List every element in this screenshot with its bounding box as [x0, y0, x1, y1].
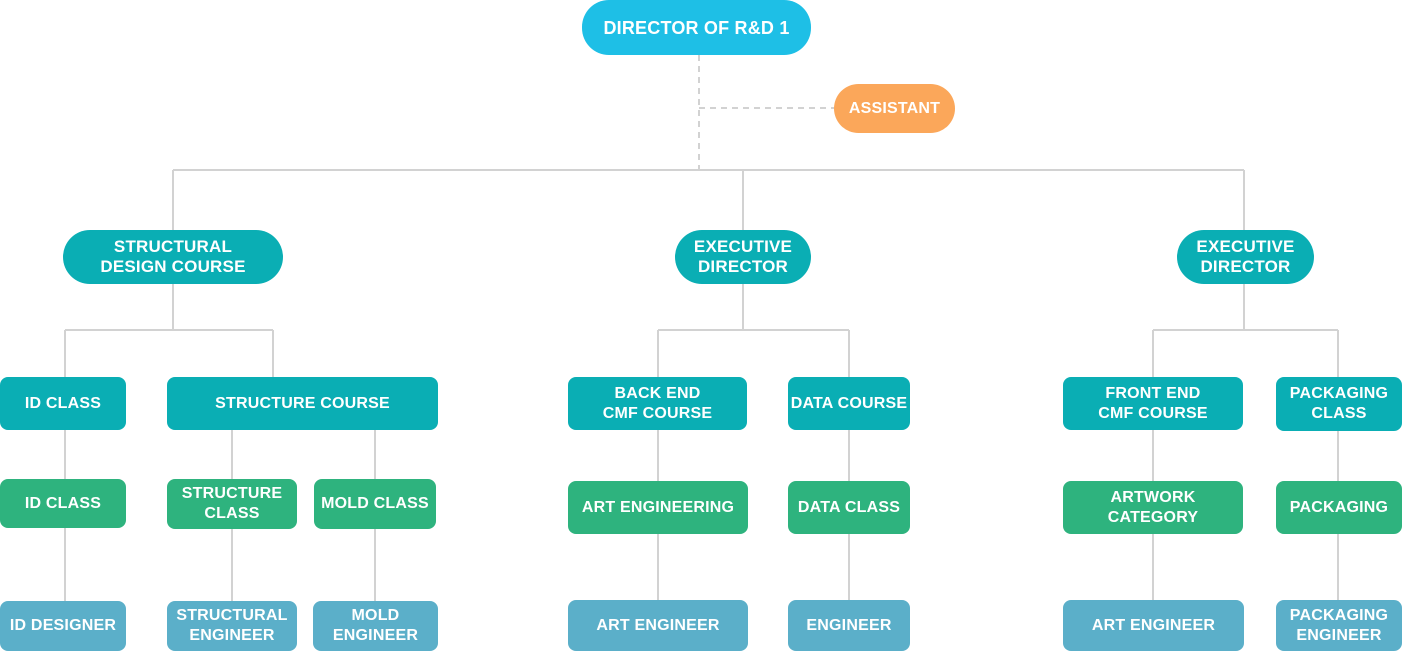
mold-class-node: MOLD CLASS [314, 479, 436, 529]
assistant-node: ASSISTANT [834, 84, 955, 133]
id-designer-node: ID DESIGNER [0, 601, 126, 651]
director-node: DIRECTOR OF R&D 1 [582, 0, 811, 55]
structure-class-node: STRUCTURE CLASS [167, 479, 297, 529]
back-end-cmf-course-node: BACK END CMF COURSE [568, 377, 747, 430]
art-engineer-node-2: ART ENGINEER [1063, 600, 1244, 651]
art-engineering-node: ART ENGINEERING [568, 481, 748, 534]
id-class-course-node: ID CLASS [0, 377, 126, 430]
structural-design-course-node: STRUCTURAL DESIGN COURSE [63, 230, 283, 284]
executive-director-node-1: EXECUTIVE DIRECTOR [675, 230, 811, 284]
executive-director-node-2: EXECUTIVE DIRECTOR [1177, 230, 1314, 284]
engineer-node: ENGINEER [788, 600, 910, 651]
artwork-category-node: ARTWORK CATEGORY [1063, 481, 1243, 534]
structure-course-node: STRUCTURE COURSE [167, 377, 438, 430]
mold-engineer-node: MOLD ENGINEER [313, 601, 438, 651]
structural-engineer-node: STRUCTURAL ENGINEER [167, 601, 297, 651]
data-class-node: DATA CLASS [788, 481, 910, 534]
art-engineer-node-1: ART ENGINEER [568, 600, 748, 651]
data-course-node: DATA COURSE [788, 377, 910, 430]
packaging-engineer-node: PACKAGING ENGINEER [1276, 600, 1402, 651]
packaging-class-course-node: PACKAGING CLASS [1276, 377, 1402, 431]
front-end-cmf-course-node: FRONT END CMF COURSE [1063, 377, 1243, 430]
packaging-node: PACKAGING [1276, 481, 1402, 534]
id-class-node: ID CLASS [0, 479, 126, 528]
